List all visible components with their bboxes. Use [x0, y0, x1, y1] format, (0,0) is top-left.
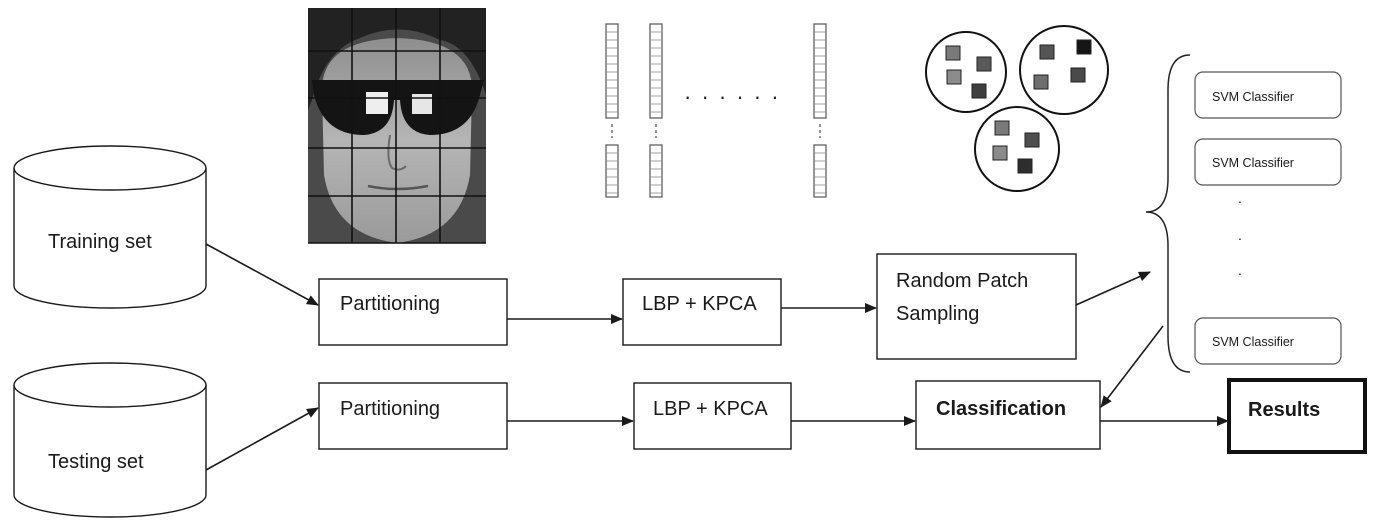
training-lbp-kpca-box: LBP + KPCA [622, 278, 782, 346]
flow-arrows [205, 243, 1229, 471]
random-patch-sampling-box: Random Patch Sampling [876, 253, 1077, 360]
testing-lbp-kpca-box: LBP + KPCA [633, 382, 792, 450]
testing-set-label: Testing set [48, 451, 144, 473]
classifier-ellipsis-dot: . [1238, 262, 1242, 278]
arrow-testing-to-partitioning [205, 407, 319, 471]
testing-partitioning-box: Partitioning [318, 382, 508, 450]
classification-box: Classification [915, 380, 1101, 450]
svm-classifier-label: SVM Classifier [1212, 156, 1294, 170]
svm-classifier-2: SVM Classifier [1194, 138, 1342, 186]
classifier-ellipsis-dot: . [1238, 227, 1242, 243]
training-lbp-kpca-label: LBP + KPCA [642, 293, 757, 315]
testing-lbp-kpca-label: LBP + KPCA [653, 398, 768, 420]
partitioned-face-image-icon [308, 8, 486, 244]
vector-ellipsis: · · · · · · [684, 84, 781, 109]
results-label: Results [1248, 399, 1320, 421]
training-set-label: Training set [48, 231, 152, 253]
svm-classifier-3: SVM Classifier [1194, 317, 1342, 365]
sampling-label-line2: Sampling [896, 303, 979, 325]
classifier-ellipsis-dot: . [1238, 190, 1242, 206]
training-partitioning-label: Partitioning [340, 293, 440, 315]
svm-classifier-1: SVM Classifier [1194, 71, 1342, 119]
arrow-classifiers-to-classification [1100, 325, 1164, 408]
testing-set-database: Testing set [13, 362, 207, 518]
classification-label: Classification [936, 398, 1066, 420]
classifier-brace [1145, 54, 1191, 373]
feature-vector-column [813, 23, 827, 198]
svm-classifier-label: SVM Classifier [1212, 335, 1294, 349]
results-box: Results [1227, 378, 1367, 454]
feature-vector-column [649, 23, 663, 198]
feature-vector-columns-icon [605, 23, 827, 198]
patch-cluster-icon [925, 25, 1109, 192]
svm-classifier-group: SVM Classifier SVM Classifier . . . SVM … [1145, 54, 1342, 373]
sampling-label-line1: Random Patch [896, 270, 1028, 292]
training-set-database: Training set [13, 145, 207, 309]
svm-classifier-label: SVM Classifier [1212, 90, 1294, 104]
arrow-training-to-partitioning [205, 243, 319, 306]
feature-vector-column [605, 23, 619, 198]
training-partitioning-box: Partitioning [318, 278, 508, 346]
testing-partitioning-label: Partitioning [340, 398, 440, 420]
arrow-sampling-to-classifiers [1075, 271, 1151, 306]
